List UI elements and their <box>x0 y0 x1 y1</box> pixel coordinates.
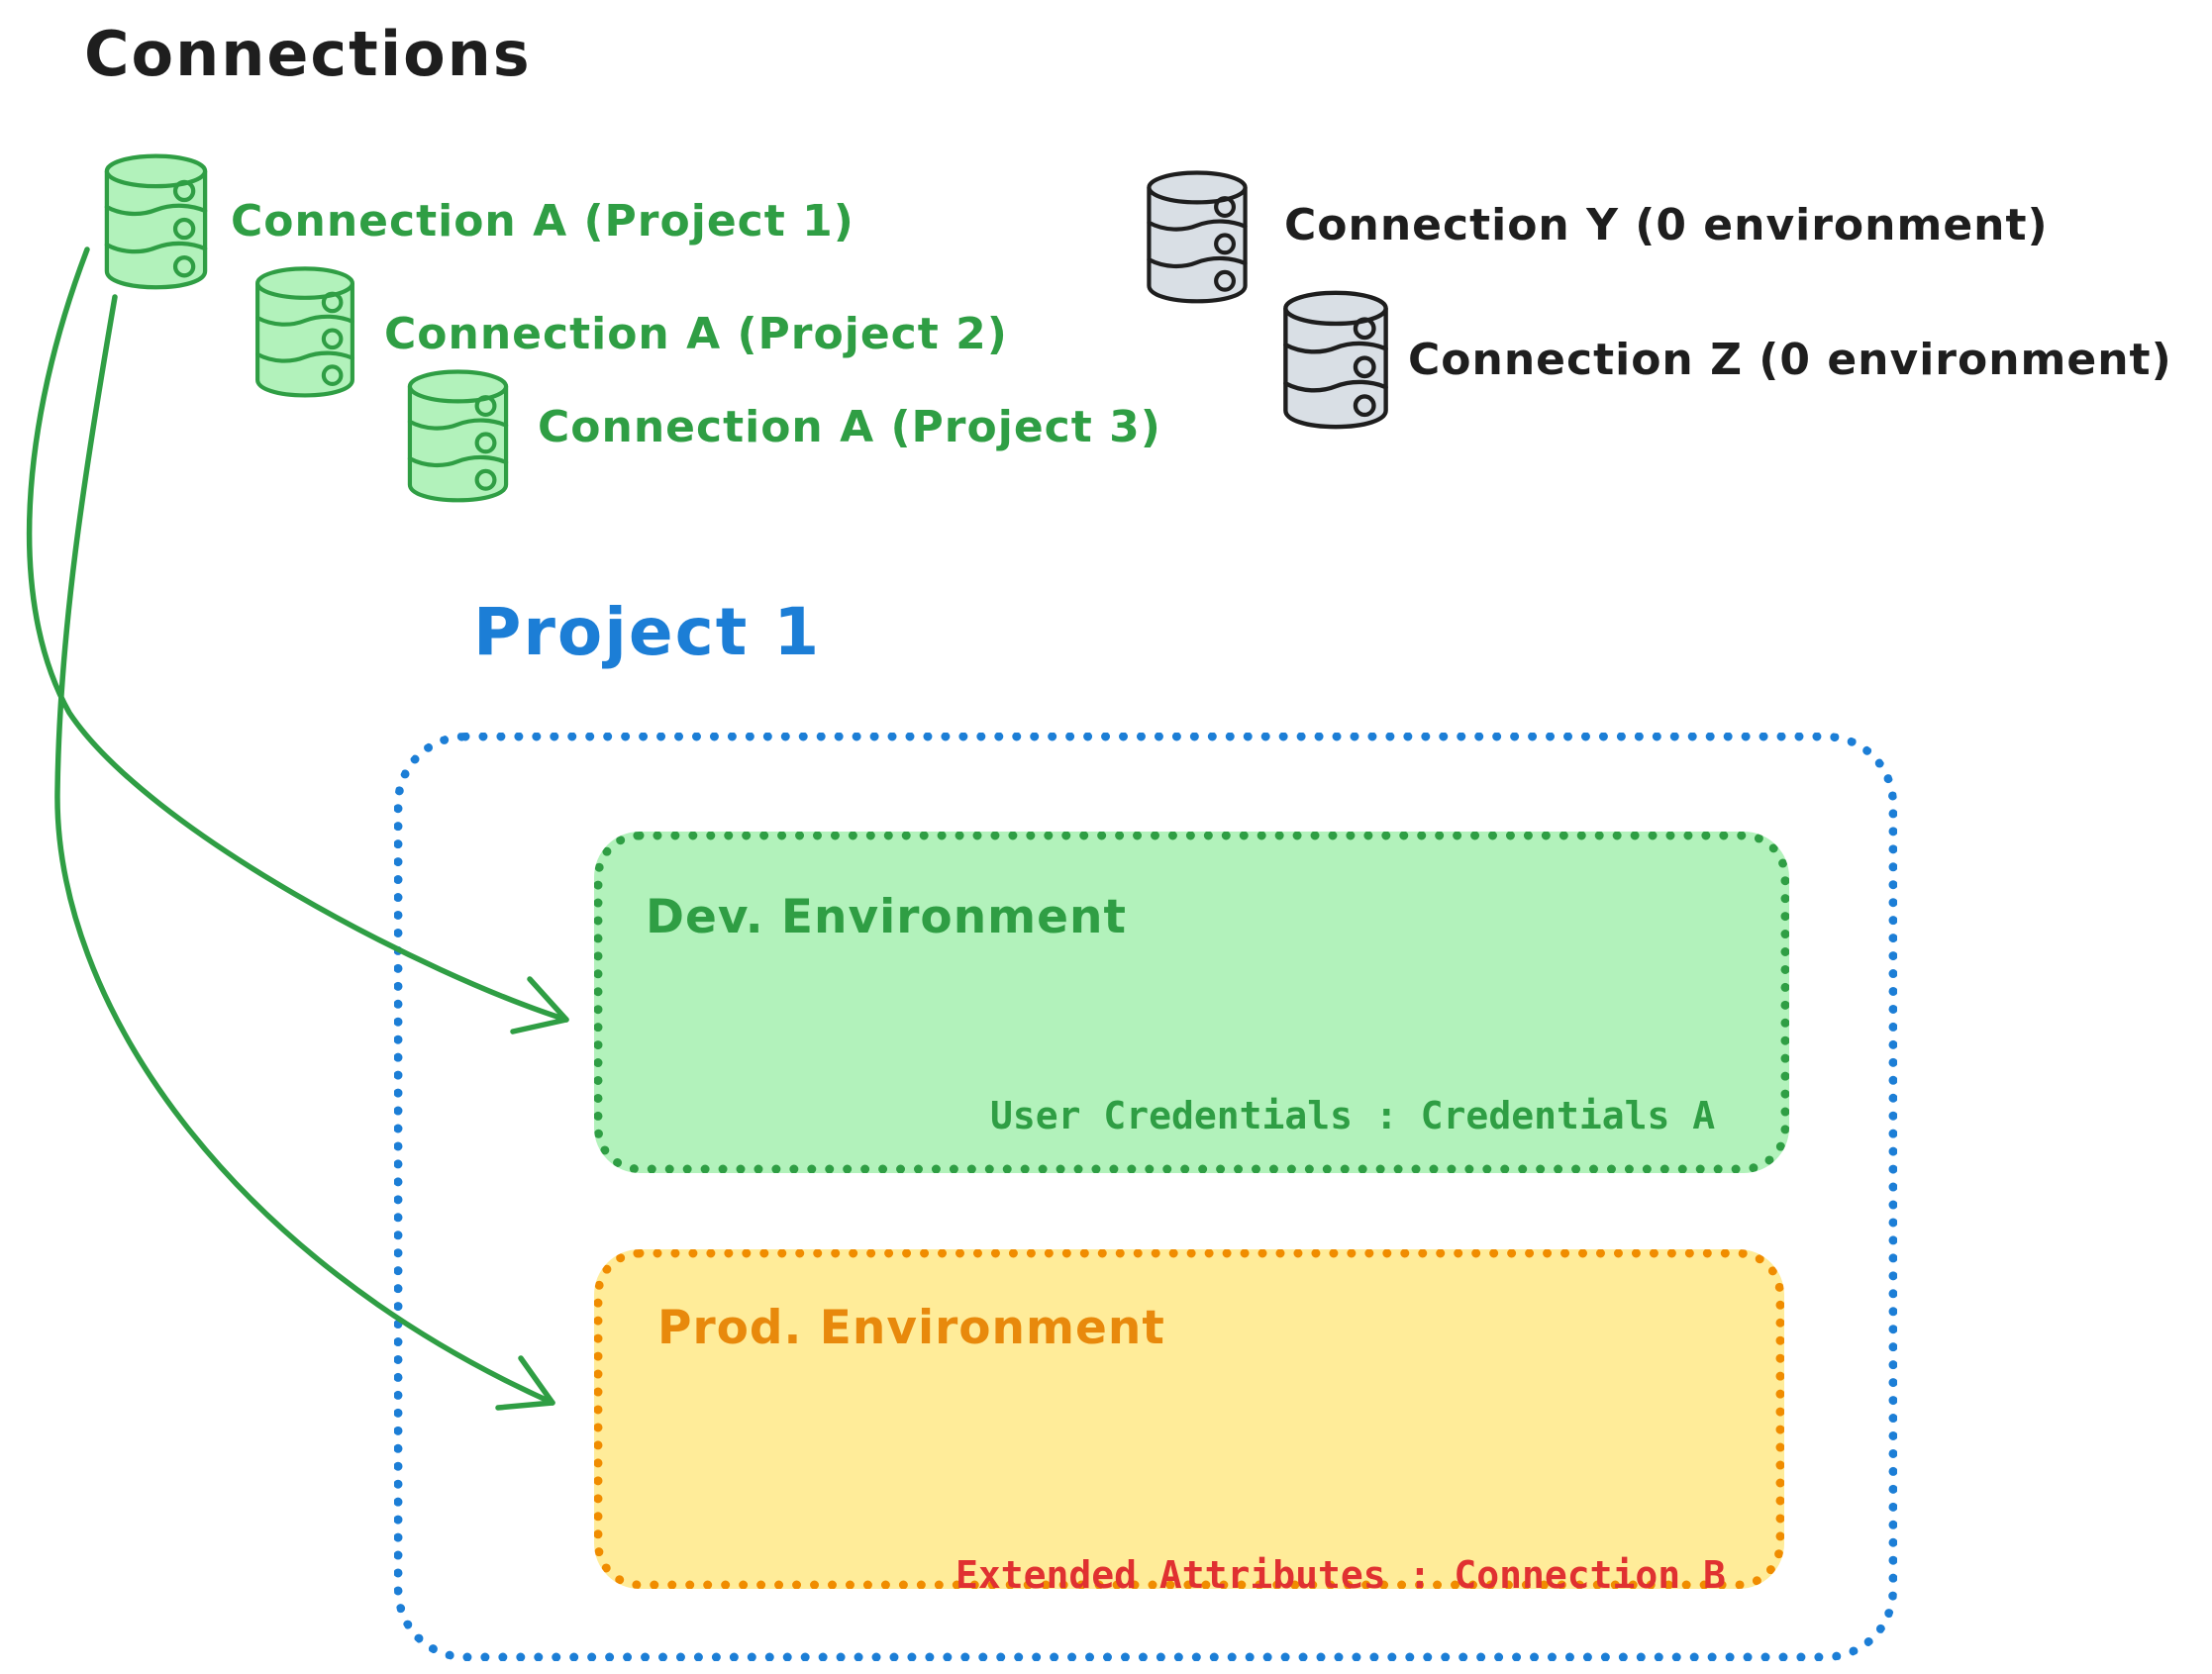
database-icon <box>409 371 507 501</box>
prod-environment-title: Prod. Environment <box>657 1301 1165 1355</box>
connection-label: Connection A (Project 2) <box>384 309 1008 359</box>
dev-environment-box: Dev. Environment User Credentials : Cred… <box>594 832 1789 1173</box>
project-boundary: Dev. Environment User Credentials : Cred… <box>394 733 1897 1661</box>
database-icon <box>1149 172 1246 302</box>
dev-environment-title: Dev. Environment <box>646 890 1127 944</box>
database-icon <box>106 155 206 288</box>
connection-label: Connection Y (0 environment) <box>1284 200 2049 250</box>
dev-credentials-mapping: User Credentials : Credentials A <box>990 1094 1716 1137</box>
prod-extended-attributes-mapping: Extended Attributes : Connection B <box>955 1553 1726 1597</box>
connection-label: Connection Z (0 environment) <box>1408 335 2172 385</box>
database-icon <box>257 268 352 396</box>
page-title: Connections <box>84 18 532 90</box>
connection-label: Connection A (Project 3) <box>538 402 1161 452</box>
prod-environment-box: Prod. Environment Extended Attributes : … <box>594 1249 1784 1597</box>
connection-label: Connection A (Project 1) <box>231 196 855 246</box>
database-icon <box>1285 292 1386 428</box>
prod-mappings: Extended Attributes : Connection B Ext.A… <box>955 1434 1749 1674</box>
project-title: Project 1 <box>473 594 822 670</box>
